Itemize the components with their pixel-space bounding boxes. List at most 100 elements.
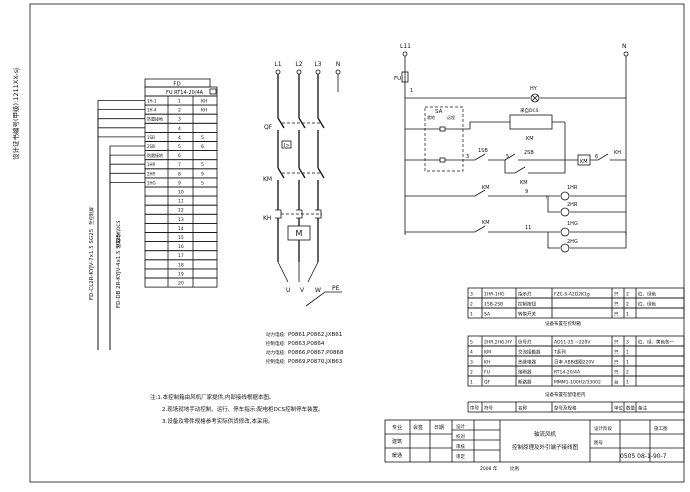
- hy-label: HY: [530, 86, 538, 92]
- fu-label: FU: [394, 76, 401, 82]
- bom-code: 符号: [484, 405, 493, 412]
- bom-upper-caption: 设备布置在控制箱: [545, 320, 581, 327]
- bom-code: FU: [484, 370, 490, 376]
- cable-1-label: FD-CL2R-KYJV-7x1.5 SG25: [89, 228, 95, 300]
- bom-no: 2: [470, 302, 473, 308]
- node-7: 7: [545, 195, 548, 200]
- bom-lower-caption: 设备布置在配电柜内: [545, 391, 586, 398]
- cable-ref-label: 控制电缆:: [266, 340, 286, 347]
- drawing-border: [29, 3, 685, 483]
- tb-stage-value: 施工图: [654, 425, 668, 432]
- bom-code: 1SB-2SB: [484, 302, 503, 308]
- cable-ref-value: P0869,P0870,JXB63: [288, 359, 343, 365]
- tb-stage-label: 设计阶段: [594, 425, 612, 432]
- terminal-row-number: 7: [178, 162, 181, 168]
- terminal-row-number: 15: [178, 235, 184, 241]
- terminal-row-label: 1SB: [147, 135, 155, 140]
- terminal-leads: [97, 100, 145, 350]
- terminal-row-code: KH: [201, 108, 207, 114]
- certificate-note: 设计证书编号(甲级):1211XX-sj: [11, 68, 20, 160]
- phase-n-label: N: [336, 61, 341, 68]
- bom-no: 序号: [470, 405, 479, 412]
- terminal-row-number: 10: [178, 190, 184, 196]
- terminal-row-code: 5: [201, 135, 204, 141]
- bom-no: 3: [470, 360, 473, 366]
- bom-unit: 只: [614, 292, 619, 298]
- km-no-label: KM: [482, 185, 490, 191]
- terminal-row-label: 1HG: [147, 180, 156, 185]
- cable-ref-value: P0861,P0862,JXB61: [288, 332, 342, 338]
- bom-name: 断路器: [518, 379, 532, 386]
- terminal-row-number: 5: [178, 144, 181, 150]
- terminal-row-code: 9: [201, 171, 204, 177]
- terminal-row-number: 20: [178, 281, 184, 287]
- hr1-label: 1HR: [567, 185, 578, 191]
- node-11: 11: [525, 225, 531, 231]
- bom-name: 指示灯: [518, 291, 532, 298]
- phase-l3-label: L3: [314, 61, 321, 68]
- sb1-label: 1SB: [478, 148, 488, 154]
- kh-main-label: KH: [263, 215, 271, 222]
- bom-name: 信号灯: [518, 339, 532, 346]
- km-nc-label: KM: [482, 220, 490, 226]
- title-block: 专业 建筑 暖通 会签 日期 设计 校对 审核 审定 轴流风机 控制原理及外引端…: [384, 419, 685, 472]
- tb-date-value: 2008 年: [480, 465, 498, 472]
- tb-date: 日期: [434, 425, 444, 431]
- control-n-label: N: [622, 43, 627, 50]
- bom-unit: 只: [614, 312, 619, 318]
- hg1-label: 1HG: [567, 221, 578, 227]
- bom-qty: 2: [626, 292, 629, 298]
- cable-references: 动力电缆:P0861,P0862,JXB61控制电缆:P0863,P0864动力…: [266, 331, 344, 365]
- bom-code: SA: [484, 312, 491, 318]
- bom-qty: 1: [626, 312, 629, 318]
- bom-code: KH: [484, 360, 490, 366]
- terminal-row-label: 2HR: [147, 171, 156, 176]
- terminal-row-label: 1H-1: [147, 99, 157, 104]
- bom-spec: MMM1-100H2/33002: [554, 380, 601, 386]
- bom-qty: 2: [626, 302, 629, 308]
- bom-spec: 型号及规格: [554, 405, 577, 412]
- bom-name: 交流接触器: [518, 349, 541, 356]
- tb-designer: 设计: [456, 423, 465, 430]
- terminal-box-model: FU RT14-20/4A: [166, 90, 204, 96]
- tb-no-label: 图号: [594, 440, 603, 446]
- bom-qty: 1: [626, 380, 629, 386]
- cable-ref-label: 控制电缆:: [266, 358, 286, 365]
- qf-trip: I>: [284, 143, 290, 149]
- cable-1-tag: 至控制屏: [88, 207, 95, 225]
- bom-unit: 只: [614, 340, 619, 346]
- terminal-row: [144, 277, 218, 288]
- terminal-u: U: [286, 287, 290, 294]
- motor-symbol: M: [296, 229, 303, 238]
- cable-2-tag: 至电动机DCS: [115, 220, 122, 248]
- node-1: 1: [410, 88, 413, 94]
- kh-nc-label: KH: [614, 150, 621, 156]
- km-main-label: KM: [263, 176, 272, 183]
- terminal-row-number: 9: [178, 180, 181, 186]
- bom-no: 1: [470, 312, 473, 318]
- bom-unit: 只: [614, 302, 619, 308]
- terminal-row-number: 13: [178, 217, 184, 223]
- phase-l1-label: L1: [274, 61, 281, 68]
- km-coil-label: KM: [580, 159, 588, 165]
- bom-no: 3: [470, 292, 473, 298]
- control-l11-label: L11: [400, 43, 411, 50]
- bom-spec: T系列: [553, 349, 566, 356]
- terminal-v: V: [300, 287, 305, 294]
- terminal-row-number: 19: [178, 271, 184, 277]
- terminal-w: W: [315, 287, 321, 294]
- bom-spec: AD11-25 ~220V: [554, 340, 591, 346]
- bom-no: 5: [470, 340, 473, 346]
- note-2: 2.现场就地手动控制、运行、停车指示;配电柜DCS控制停车装置。: [162, 405, 324, 413]
- terminal-row-number: 14: [178, 226, 184, 232]
- tb-drawing-number: 0505 08-1-90-7: [620, 453, 667, 460]
- bom-qty: 数量: [626, 405, 635, 412]
- bom-note: 红、绿色: [638, 301, 656, 308]
- terminal-row-number: 8: [178, 171, 181, 177]
- cable-ref-value: P0866,P0867,P0868: [288, 350, 344, 356]
- qf-label: QF: [264, 124, 273, 131]
